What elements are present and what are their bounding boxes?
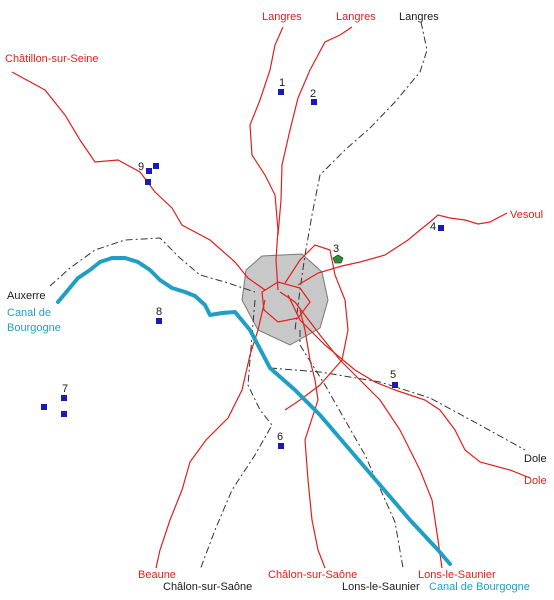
railways: [49, 21, 526, 571]
rail-auxerre: [49, 237, 256, 293]
site-9-marker-b: [146, 168, 152, 174]
site-4-label: 4: [430, 221, 436, 233]
road-beaune: [155, 299, 266, 569]
site-9-marker-c: [145, 179, 151, 185]
label-lons-rail: Lons-le-Saunier: [342, 581, 420, 593]
label-langres-rail: Langres: [399, 11, 439, 23]
site-7-marker-c: [61, 411, 67, 417]
site-6-label: 6: [277, 431, 283, 443]
site-2-marker: [311, 99, 317, 105]
rail-dole: [269, 367, 526, 451]
site-1-marker: [278, 89, 284, 95]
label-vesoul: Vesoul: [510, 209, 543, 221]
site-3-label: 3: [333, 243, 339, 255]
label-chalon-road: Châlon-sur-Saône: [268, 569, 357, 581]
label-chatillon: Châtillon-sur-Seine: [5, 53, 99, 65]
road-langres-1: [249, 26, 284, 291]
road-loop-east: [284, 244, 349, 411]
label-canal-top-2: Bourgogne: [7, 322, 61, 334]
site-7-marker-b: [41, 404, 47, 410]
road-langres-2: [277, 26, 353, 236]
road-chatillon: [11, 71, 266, 291]
site-5-label: 5: [390, 369, 396, 381]
road-dole: [287, 294, 531, 479]
label-langres-road-2: Langres: [336, 11, 376, 23]
label-lons-road: Lons-le-Saunier: [418, 569, 496, 581]
site-9-marker-a: [153, 163, 159, 169]
label-canal-bottom: Canal de Bourgogne: [429, 581, 530, 593]
site-1-label: 1: [279, 77, 285, 89]
site-7-label: 7: [62, 383, 68, 395]
site-4-marker: [438, 225, 444, 231]
canal-de-bourgogne: [56, 256, 452, 566]
site-markers: [41, 89, 444, 449]
rail-langres: [294, 21, 428, 331]
label-auxerre: Auxerre: [7, 290, 46, 302]
city-area: [241, 253, 329, 346]
site-6-marker: [278, 443, 284, 449]
road-inner: [261, 281, 311, 323]
label-chalon-rail: Châlon-sur-Saône: [163, 581, 252, 593]
site-8-marker: [156, 318, 162, 324]
label-dole-rail: Dole: [524, 453, 547, 465]
site-8-label: 8: [156, 306, 162, 318]
label-beaune: Beaune: [138, 569, 176, 581]
site-9-label: 9: [138, 161, 144, 173]
site-2-label: 2: [310, 88, 316, 100]
label-dole-road: Dole: [524, 475, 547, 487]
label-canal-top-1: Canal de: [7, 307, 51, 319]
label-langres-road-1: Langres: [262, 11, 302, 23]
site-5-marker: [392, 382, 398, 388]
site-3-marker: [332, 254, 344, 264]
road-lons: [279, 291, 443, 569]
road-chalon: [299, 309, 326, 569]
site-7-marker-a: [61, 395, 67, 401]
roads: [11, 26, 531, 569]
road-vesoul: [297, 212, 508, 286]
